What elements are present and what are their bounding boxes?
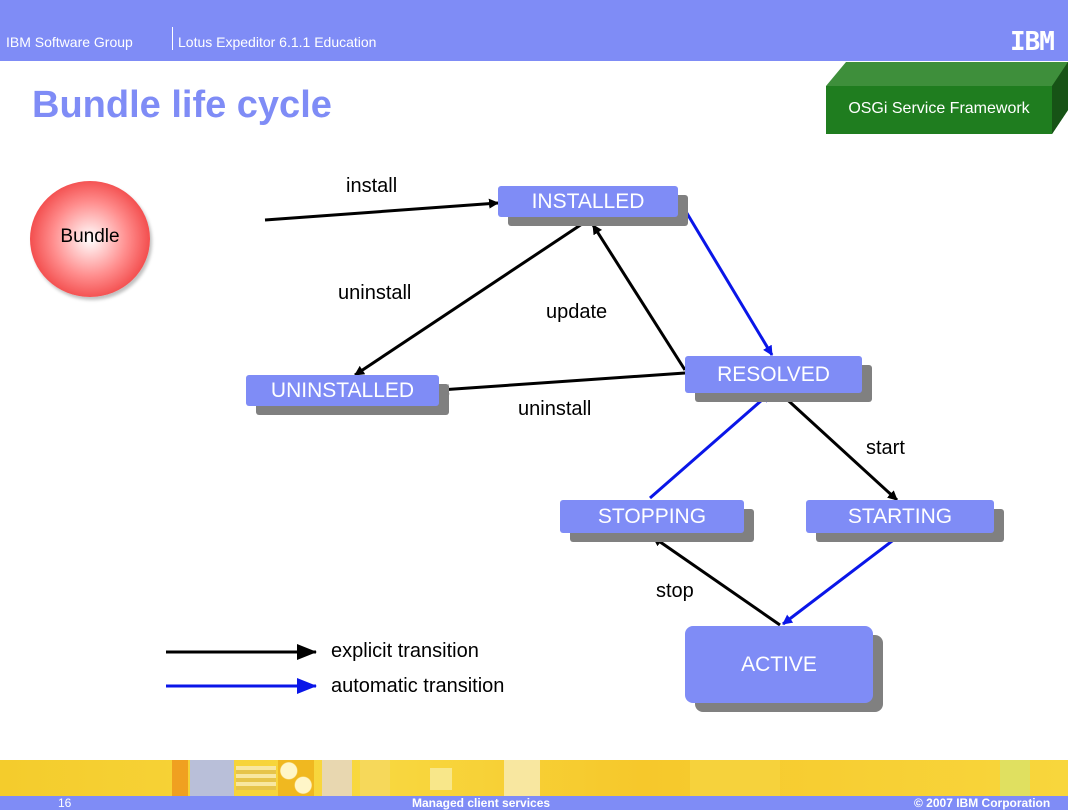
label-update: update (546, 301, 608, 323)
state-installed: INSTALLED (498, 186, 678, 217)
label-start: start (866, 437, 905, 459)
uninstall-top-arrow (354, 220, 586, 377)
header-course-name: Lotus Expeditor 6.1.1 Education (178, 34, 377, 50)
footer-tile (322, 760, 352, 796)
uninstall-bottom-arrow (439, 371, 686, 395)
label-uninstall-top: uninstall (338, 282, 412, 304)
resolve-arrow (677, 199, 774, 356)
label-stop: stop (656, 580, 694, 602)
footer-tile (1000, 760, 1030, 796)
footer-bar (0, 796, 1068, 810)
osgi-badge-front (826, 86, 1052, 134)
footer-page-number: 16 (58, 796, 72, 810)
header-group-name: IBM Software Group (6, 34, 133, 50)
legend-automatic-label: automatic transition (331, 675, 505, 697)
footer-tile (278, 760, 314, 796)
osgi-badge-bevel (826, 62, 1068, 134)
footer-copyright: © 2007 IBM Corporation (914, 796, 1051, 810)
start-arrow (778, 391, 899, 502)
state-starting: STARTING (806, 500, 994, 533)
state-stopping: STOPPING (560, 500, 744, 533)
footer-tile (690, 760, 780, 796)
footer-center-text: Managed client services (412, 796, 551, 810)
started-arrow (782, 533, 901, 626)
update-arrow (591, 224, 687, 371)
ibm-logo: IBM (1010, 27, 1055, 57)
stop-arrow (652, 535, 781, 627)
footer-tile (190, 760, 234, 796)
footer-tile (430, 768, 452, 790)
state-active: ACTIVE (685, 626, 873, 703)
label-install: install (346, 175, 398, 197)
header-separator (172, 27, 173, 50)
install-arrow (264, 198, 499, 222)
footer-tile (172, 760, 188, 796)
bundle-ball (30, 181, 150, 297)
bundle-label: Bundle (60, 226, 120, 247)
stopped-arrow (649, 391, 771, 500)
footer-decor-band (0, 760, 1068, 796)
slide-title: Bundle life cycle (32, 84, 332, 126)
footer-tile (360, 760, 390, 796)
state-resolved: RESOLVED (685, 356, 862, 393)
header-bar (0, 0, 1068, 61)
state-uninstalled: UNINSTALLED (246, 375, 439, 406)
label-uninstall-bottom: uninstall (518, 398, 592, 420)
footer-tile (504, 760, 540, 796)
footer-tile (236, 766, 276, 790)
legend-explicit-label: explicit transition (331, 640, 479, 662)
osgi-badge-label: OSGi Service Framework (848, 100, 1030, 117)
